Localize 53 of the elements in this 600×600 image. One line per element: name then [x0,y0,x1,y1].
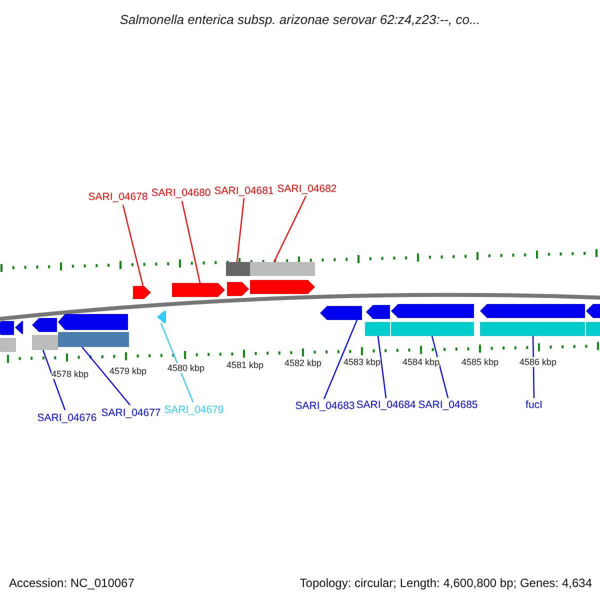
leader-line [122,204,144,286]
gene-feature [32,318,57,332]
scale-label: 4580 kbp [167,363,205,373]
leader-line [532,336,535,398]
scale-label: 4585 kbp [461,357,499,367]
scale-label: 4583 kbp [343,357,381,367]
gene-feature [15,321,23,334]
scale-label: 4586 kbp [519,357,557,367]
leader-line [82,346,130,406]
feature-bar [250,262,315,276]
gene-label: SARI_04677 [101,407,161,419]
gene-feature [157,311,166,323]
feature-bar [226,262,250,276]
feature-bar [480,322,585,336]
leader-line [273,196,307,262]
gene-feature [366,305,390,319]
leader-line [236,198,245,262]
gene-label: SARI_04678 [88,191,148,203]
gene-label: SARI_04680 [151,187,211,199]
feature-bar [586,322,600,336]
gene-feature [133,286,151,299]
gene-label: SARI_04683 [295,400,355,412]
gene-feature [320,306,362,320]
leader-line [323,320,358,400]
leader-line [160,322,194,402]
feature-bar [365,322,390,336]
scale-label: 4582 kbp [284,358,322,368]
gene-feature [586,304,600,318]
title: Salmonella enterica subsp. arizonae serovar 62:z4,z23:--, co... [118,11,482,29]
feature-bar [32,335,58,350]
leader-line [42,350,66,410]
scale-label: 4584 kbp [402,357,440,367]
scale-label: 4581 kbp [226,360,264,370]
scale-label: 4579 kbp [109,366,147,376]
gene-label: SARI_04676 [37,412,97,424]
leader-line [431,336,449,398]
gene-label: SARI_04685 [418,399,478,411]
gene-feature [227,282,249,296]
feature-bar [391,322,474,336]
gene-label: SARI_04679 [164,404,224,416]
feature-bar [0,338,16,352]
gene-label: fucI [526,399,542,411]
feature-bar [58,332,129,347]
footer-text: Topology: circular; Length: 4,600,800 bp; Genes: 4,634 [300,575,592,592]
gene-label: SARI_04684 [356,399,416,411]
gene-feature [0,321,14,335]
leader-line [377,336,387,398]
footer-text: Accession: NC_010067 [9,575,134,592]
leader-line [181,200,201,284]
gene-feature [172,283,225,297]
gene-label: SARI_04682 [277,183,337,195]
gene-label: SARI_04681 [214,185,274,197]
scale-label: 4578 kbp [51,369,89,379]
